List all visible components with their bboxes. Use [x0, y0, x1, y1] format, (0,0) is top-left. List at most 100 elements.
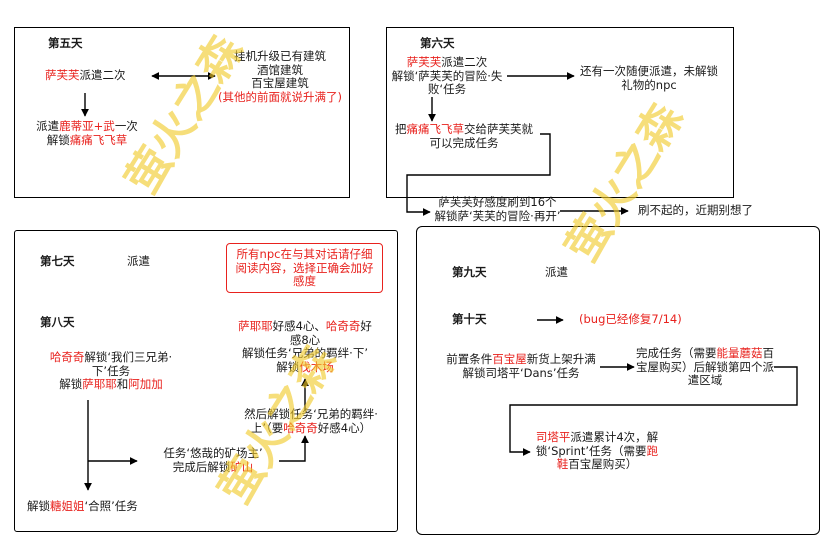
complete-line: 完成任务（需要能量蘑菇百 [634, 346, 776, 361]
upgrade-line: 酒馆建筑 [257, 62, 303, 77]
npc-name: 哈奇奇 [325, 319, 361, 333]
unlock-line: 解锁痛痛飞飞草 [25, 132, 149, 148]
upgrade-remark: (其他的前面就说升满了) [218, 89, 342, 104]
text-segment: 上’（要 [250, 420, 284, 435]
affection-block: 萨芙芙好感度刷到16个 解锁萨‘芙芙的冒险·再开’ [430, 195, 565, 223]
day8-mine-block: 任务‘悠哉的矿场主’ 完成后解锁矿山 [143, 446, 283, 475]
place-name: 矿山 [230, 459, 254, 474]
affection-note: 刷不起的，近期别想了 [638, 203, 753, 217]
day6-box [386, 27, 734, 198]
bond-line: 然后解锁任务‘兄弟的羁绊· [244, 407, 378, 421]
text-segment: 解锁 [46, 132, 70, 147]
bond-line: 上’（要哈奇奇好感4心） [231, 420, 391, 436]
day5-title: 第五天 [48, 36, 83, 50]
day6-other-dispatch: 还有一次随便派遣，未解锁 礼物的npc [578, 64, 720, 92]
day10-title: 第十天 [452, 312, 487, 326]
text-segment: 解锁 [27, 499, 50, 513]
text-segment: 交给萨芙芙就 [464, 122, 533, 136]
text-segment: 新货上架升满 [526, 352, 596, 366]
dispatch-text: 派遣二次 [79, 68, 126, 82]
quest-line: 败‘任务 [427, 82, 467, 96]
text-segment: 好感4心） [317, 420, 372, 435]
sprint-line: 鞋百宝屋购买） [527, 457, 667, 472]
quest-line: 解锁‘萨芙芙的冒险·失 [391, 68, 503, 83]
npc-name: 司塔平 [535, 430, 571, 444]
item-name: 痛痛飞飞草 [69, 132, 128, 147]
day6-connector-arrow [406, 133, 551, 216]
upgrade-line: 百宝屋建筑 [251, 76, 309, 90]
day9-dispatch: 派遣 [545, 265, 568, 279]
day6-give-item-block: 把痛痛飞飞草交给萨芙芙就 可以完成任务 [391, 122, 537, 150]
npc-name: 萨耶耶 [238, 319, 273, 333]
item-name: 鞋 [556, 457, 569, 471]
place-name: 伐木场 [299, 359, 334, 374]
npc-name: 萨耶耶 [82, 377, 117, 391]
item-name: 痛痛飞飞草 [406, 122, 465, 136]
day6-dispatch-block: 萨芙芙派遣二次 解锁‘萨芙芙的冒险·失 败‘任务 [387, 55, 507, 97]
text-segment: 一次 [114, 119, 138, 133]
bug-fixed-note: (bug已经修复7/14) [579, 312, 682, 326]
complete-line: 宝屋购买）后解锁第四个派 [636, 359, 774, 374]
brothers-line: 下’任务 [91, 363, 131, 378]
day10-complete-block: 完成任务（需要能量蘑菇百 宝屋购买）后解锁第四个派 遣区域 [634, 346, 776, 388]
day8-title: 第八天 [40, 315, 75, 329]
day10-connector-arrow [509, 366, 798, 456]
day5-box [14, 27, 350, 198]
day9-title: 第九天 [452, 265, 487, 279]
text-segment: 派遣 [36, 119, 60, 133]
day9-10-box [416, 226, 820, 535]
day5-second-dispatch-block: 派遣鹿蒂亚+武一次 解锁痛痛飞飞草 [25, 119, 149, 148]
give-line: 把痛痛飞飞草交给萨芙芙就 [391, 122, 537, 137]
text-segment: 完成任务（需要 [636, 346, 717, 360]
notice-line: 感度 [293, 274, 316, 288]
place-name: 百宝屋 [492, 352, 527, 366]
mine-line: 任务‘悠哉的矿场主’ [163, 446, 263, 460]
text-segment: 和 [116, 377, 129, 391]
bond-line: 萨耶耶好感4心、哈奇奇好 [230, 319, 380, 334]
text-segment: 解锁 [276, 359, 300, 374]
sprint-line: 锁‘Sprint’任务（需要跑 [527, 443, 667, 459]
day10-prereq-block: 前置条件百宝屋新货上架升满 解锁司塔平‘Dans’任务 [446, 352, 596, 380]
day5-upgrade-block: 挂机升级已有建筑 酒馆建筑 百宝屋建筑 (其他的前面就说升满了) [211, 49, 349, 104]
text-segment: 完成后解锁 [172, 459, 231, 474]
npc-name: 糖姐姐 [50, 499, 85, 513]
item-name: 能量蘑菇 [716, 346, 763, 360]
bond-line: 解锁伐木场 [230, 359, 380, 375]
day8-bond-up-block: 然后解锁任务‘兄弟的羁绊· 上’（要哈奇奇好感4心） [231, 407, 391, 436]
text-segment: 解锁 [59, 377, 83, 391]
brothers-line: 哈奇奇解锁‘我们三兄弟· [45, 350, 177, 365]
npc-name: 哈奇奇 [283, 420, 318, 435]
brothers-line: 解锁萨耶耶和阿加加 [45, 377, 177, 392]
text-segment: ‘合照’任务 [84, 499, 138, 513]
notice-line: 所有npc在与其对话请仔细 [236, 247, 373, 261]
other-line: 还有一次随便派遣，未解锁 [580, 64, 718, 78]
day5-dispatch: 萨芙芙派遣二次 [45, 68, 126, 83]
day7-dispatch: 派遣 [127, 254, 150, 268]
day7-8-box [14, 230, 398, 532]
day7-title: 第七天 [40, 254, 75, 268]
text-segment: 百宝屋购买） [568, 457, 638, 471]
npc-name: 萨芙芙 [45, 68, 80, 82]
upgrade-line: 挂机升级已有建筑 [234, 49, 326, 63]
day10-sprint-block: 司塔平派遣累计4次，解 锁‘Sprint’任务（需要跑 鞋百宝屋购买） [527, 430, 667, 472]
npc-name: 哈奇奇 [49, 350, 85, 364]
npc-name: 萨芙芙 [406, 55, 442, 69]
bond-line: 感8心 [289, 332, 321, 347]
bond-line: 解锁任务‘兄弟的羁绊·下’ [242, 346, 368, 360]
dispatch-line: 萨芙芙派遣二次 [387, 55, 507, 70]
affection-line: 萨芙芙好感度刷到16个 [438, 195, 557, 209]
affection-line: 解锁萨‘芙芙的冒险·再开’ [434, 208, 561, 223]
day8-brothers-block: 哈奇奇解锁‘我们三兄弟· 下’任务 解锁萨耶耶和阿加加 [45, 350, 177, 392]
text-segment: 锁‘Sprint’任务（需要 [535, 443, 647, 458]
npc-name: 鹿蒂亚+武 [59, 119, 115, 133]
text-segment: 把 [395, 122, 407, 136]
mine-line: 完成后解锁矿山 [143, 459, 283, 475]
day6-title: 第六天 [420, 36, 455, 50]
text-segment: 解锁‘我们三兄弟· [84, 350, 173, 364]
npc-name: 阿加加 [128, 377, 163, 391]
second-dispatch-line: 派遣鹿蒂亚+武一次 [25, 119, 149, 134]
prereq-line: 解锁司塔平‘Dans’任务 [462, 365, 580, 380]
text-segment: 派遣累计4次，解 [570, 430, 659, 444]
npc-dialogue-notice: 所有npc在与其对话请仔细 阅读内容，选择正确会加好 感度 [226, 243, 383, 293]
